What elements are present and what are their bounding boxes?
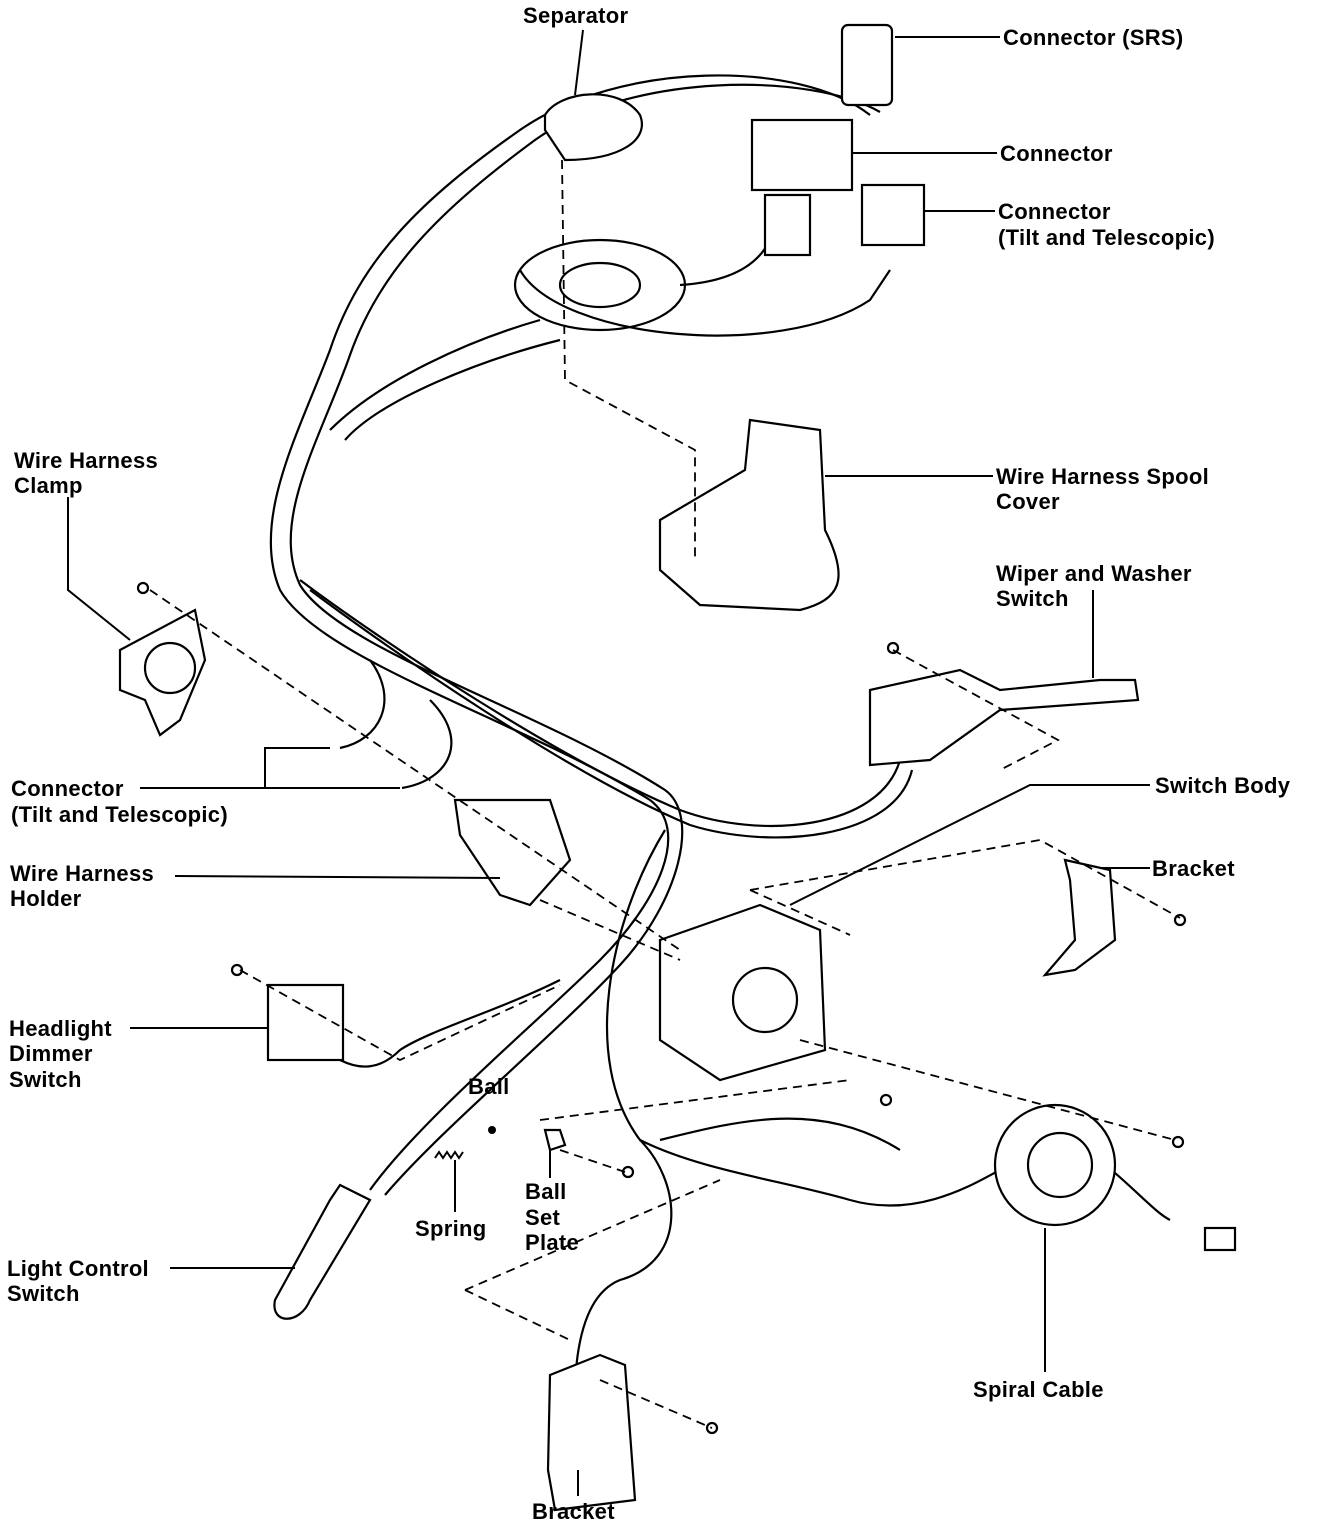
label-bracket-right: Bracket bbox=[1152, 856, 1235, 881]
label-wiper-2: Switch bbox=[996, 586, 1069, 611]
label-dimmer-3: Switch bbox=[9, 1067, 82, 1092]
label-dimmer-2: Dimmer bbox=[9, 1041, 93, 1066]
dimmer-switch-part bbox=[266, 983, 345, 1062]
label-light-control-2: Switch bbox=[7, 1281, 80, 1306]
label-bracket-bottom: Bracket bbox=[532, 1499, 615, 1524]
spiral-connector-part bbox=[1203, 1226, 1237, 1252]
label-connector-tilt-right-1: Connector bbox=[998, 199, 1111, 224]
holder-part bbox=[453, 798, 572, 907]
label-holder-2: Holder bbox=[10, 886, 82, 911]
label-clamp-2: Clamp bbox=[14, 473, 83, 498]
separator-part bbox=[543, 93, 643, 162]
bracket-bottom-part bbox=[546, 1353, 637, 1512]
connector-tilt-part bbox=[860, 183, 926, 247]
label-ball-set-plate-1: Ball bbox=[525, 1179, 567, 1204]
label-ball-set-plate-3: Plate bbox=[525, 1230, 579, 1255]
label-connector: Connector bbox=[1000, 141, 1113, 166]
light-control-switch-part bbox=[273, 1183, 372, 1320]
spool-cover-part bbox=[658, 418, 840, 612]
label-connector-tilt-left-1: Connector bbox=[11, 776, 124, 801]
spring-part bbox=[434, 1150, 464, 1160]
connector-part bbox=[750, 118, 854, 192]
switch-body-hub bbox=[731, 966, 799, 1034]
clamp-ring bbox=[143, 641, 197, 695]
label-connector-tilt-left-2: (Tilt and Telescopic) bbox=[11, 802, 228, 827]
wire-harness bbox=[269, 74, 1171, 1471]
alignment-lines bbox=[149, 159, 1181, 1429]
label-spool-cover-2: Cover bbox=[996, 489, 1060, 514]
wiper-switch-part bbox=[868, 668, 1140, 767]
label-wiper-1: Wiper and Washer bbox=[996, 561, 1192, 586]
bracket-right-part bbox=[1042, 858, 1117, 977]
spiral-cable-inner bbox=[1026, 1131, 1094, 1199]
ball-set-plate-part bbox=[543, 1128, 567, 1152]
label-connector-srs: Connector (SRS) bbox=[1003, 25, 1184, 50]
label-ball-set-plate-2: Set bbox=[525, 1205, 561, 1230]
ball-part bbox=[488, 1126, 496, 1134]
label-separator: Separator bbox=[523, 3, 629, 28]
label-spool-cover-1: Wire Harness Spool bbox=[996, 464, 1209, 489]
wire-harness-spool bbox=[513, 193, 891, 337]
leader-lines bbox=[67, 29, 1150, 1496]
connector-srs-part bbox=[840, 23, 894, 107]
label-ball: Ball bbox=[468, 1074, 510, 1099]
label-spiral-cable: Spiral Cable bbox=[973, 1377, 1104, 1402]
label-dimmer-1: Headlight bbox=[9, 1016, 112, 1041]
label-switch-body: Switch Body bbox=[1155, 773, 1291, 798]
label-light-control-1: Light Control bbox=[7, 1256, 149, 1281]
label-spring: Spring bbox=[415, 1216, 486, 1241]
label-holder-1: Wire Harness bbox=[10, 861, 154, 886]
label-connector-tilt-right-2: (Tilt and Telescopic) bbox=[998, 225, 1215, 250]
label-clamp-1: Wire Harness bbox=[14, 448, 158, 473]
